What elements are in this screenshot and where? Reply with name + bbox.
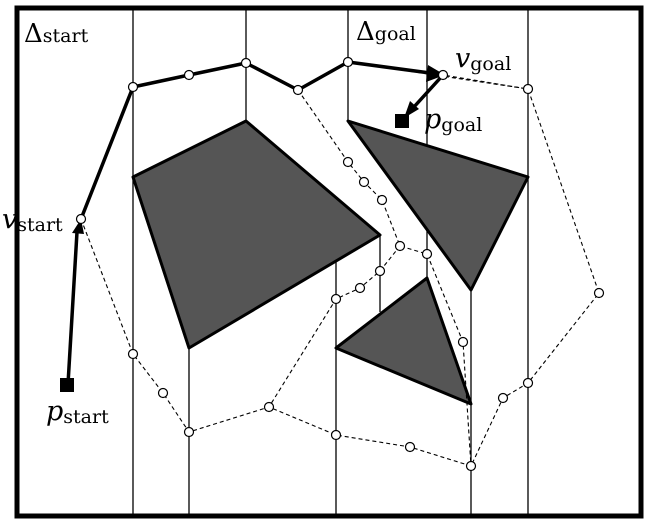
obstacle-triangle-lower bbox=[334, 276, 473, 406]
delta-goal-sub: goal bbox=[375, 23, 416, 45]
node bbox=[465, 460, 477, 472]
node bbox=[183, 426, 195, 438]
node bbox=[330, 429, 342, 441]
goal-connector bbox=[411, 73, 445, 110]
arrowhead-to-v-goal bbox=[426, 65, 445, 82]
node-v-start bbox=[75, 213, 87, 225]
node bbox=[374, 265, 386, 277]
node bbox=[421, 248, 433, 260]
label-p-goal: pgoal bbox=[424, 104, 482, 136]
p-goal-marker bbox=[395, 114, 409, 128]
obstacle-triangle-upper bbox=[346, 119, 530, 292]
node bbox=[522, 377, 534, 389]
p-goal-sub: goal bbox=[441, 114, 482, 136]
v-goal-sub: goal bbox=[470, 53, 511, 75]
node bbox=[497, 392, 509, 404]
v-goal-main: v bbox=[455, 43, 470, 74]
node bbox=[127, 348, 139, 360]
roadmap-nodes bbox=[75, 56, 605, 472]
node bbox=[263, 401, 275, 413]
label-p-start: pstart bbox=[46, 396, 109, 428]
p-start-main: p bbox=[46, 396, 63, 427]
arrowhead-to-p-goal bbox=[404, 101, 419, 118]
node bbox=[157, 387, 169, 399]
node bbox=[330, 293, 342, 305]
p-goal-main: p bbox=[424, 104, 441, 135]
node bbox=[358, 176, 370, 188]
v-start-main: v bbox=[2, 204, 17, 235]
roadmap-edges bbox=[80, 61, 600, 467]
label-delta-goal: Δgoal bbox=[356, 17, 416, 47]
node bbox=[342, 56, 354, 68]
node bbox=[127, 81, 139, 93]
v-start-sub: start bbox=[17, 214, 63, 236]
delta-start-sub: start bbox=[43, 25, 89, 47]
node bbox=[376, 194, 388, 206]
label-v-goal: vgoal bbox=[455, 43, 511, 75]
node bbox=[183, 69, 195, 81]
p-start-sub: start bbox=[63, 406, 109, 428]
obstacle-quadrilateral bbox=[131, 119, 382, 350]
node bbox=[354, 282, 366, 294]
delta-goal-main: Δ bbox=[356, 17, 375, 47]
workspace-frame bbox=[14, 5, 644, 519]
node bbox=[292, 84, 304, 96]
obstacles bbox=[131, 119, 530, 406]
node-v-goal bbox=[437, 69, 449, 81]
node bbox=[404, 441, 416, 453]
p-start-marker bbox=[60, 378, 74, 392]
node bbox=[457, 336, 469, 348]
label-v-start: vstart bbox=[2, 204, 63, 236]
node bbox=[394, 240, 406, 252]
node bbox=[522, 83, 534, 95]
start-connector bbox=[66, 230, 79, 386]
node bbox=[342, 156, 354, 168]
label-delta-start: Δstart bbox=[24, 19, 89, 49]
node bbox=[593, 287, 605, 299]
node bbox=[240, 57, 252, 69]
delta-start-main: Δ bbox=[24, 19, 43, 49]
